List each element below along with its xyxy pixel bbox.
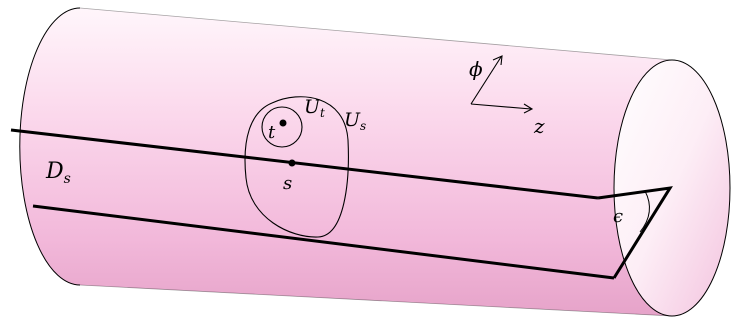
label-U-t-sub: t: [320, 106, 325, 120]
label-U-t: Ut: [304, 96, 325, 120]
label-s: s: [283, 173, 292, 194]
label-D-s: Ds: [45, 159, 71, 187]
label-U-s-sub: s: [360, 119, 366, 133]
cylinder-bottom-edge: [79, 284, 673, 317]
strip-lower-line: [32, 204, 615, 280]
point-t: [279, 119, 287, 127]
axis-phi-arrowhead: [492, 55, 503, 66]
label-z: z: [533, 114, 545, 138]
label-epsilon: ϵ: [613, 206, 623, 227]
label-U-t-main: U: [304, 96, 321, 118]
axis-z-arrow: [470, 103, 532, 110]
angle-arc: [639, 190, 650, 233]
label-t: t: [268, 122, 276, 143]
label-U-s-main: U: [344, 109, 361, 131]
right-end-cap: [613, 59, 731, 317]
label-D-s-sub: s: [64, 171, 71, 187]
neighborhood-U-s: [244, 96, 349, 238]
cylinder-top-edge: [79, 7, 673, 61]
label-U-s: Us: [344, 109, 366, 133]
label-D-s-main: D: [45, 159, 64, 184]
wedge-epsilon: [597, 186, 673, 279]
neighborhood-U-t: [261, 106, 303, 148]
axis-phi-arrow: [470, 56, 502, 105]
axis-z-arrowhead: [523, 103, 534, 114]
left-end-rim: [19, 7, 81, 286]
point-s: [288, 159, 296, 167]
label-phi: ϕ: [469, 57, 483, 81]
strip-upper-line: [10, 128, 599, 200]
axis-indicator: [470, 55, 534, 114]
cylinder-surface: [19, 8, 718, 316]
